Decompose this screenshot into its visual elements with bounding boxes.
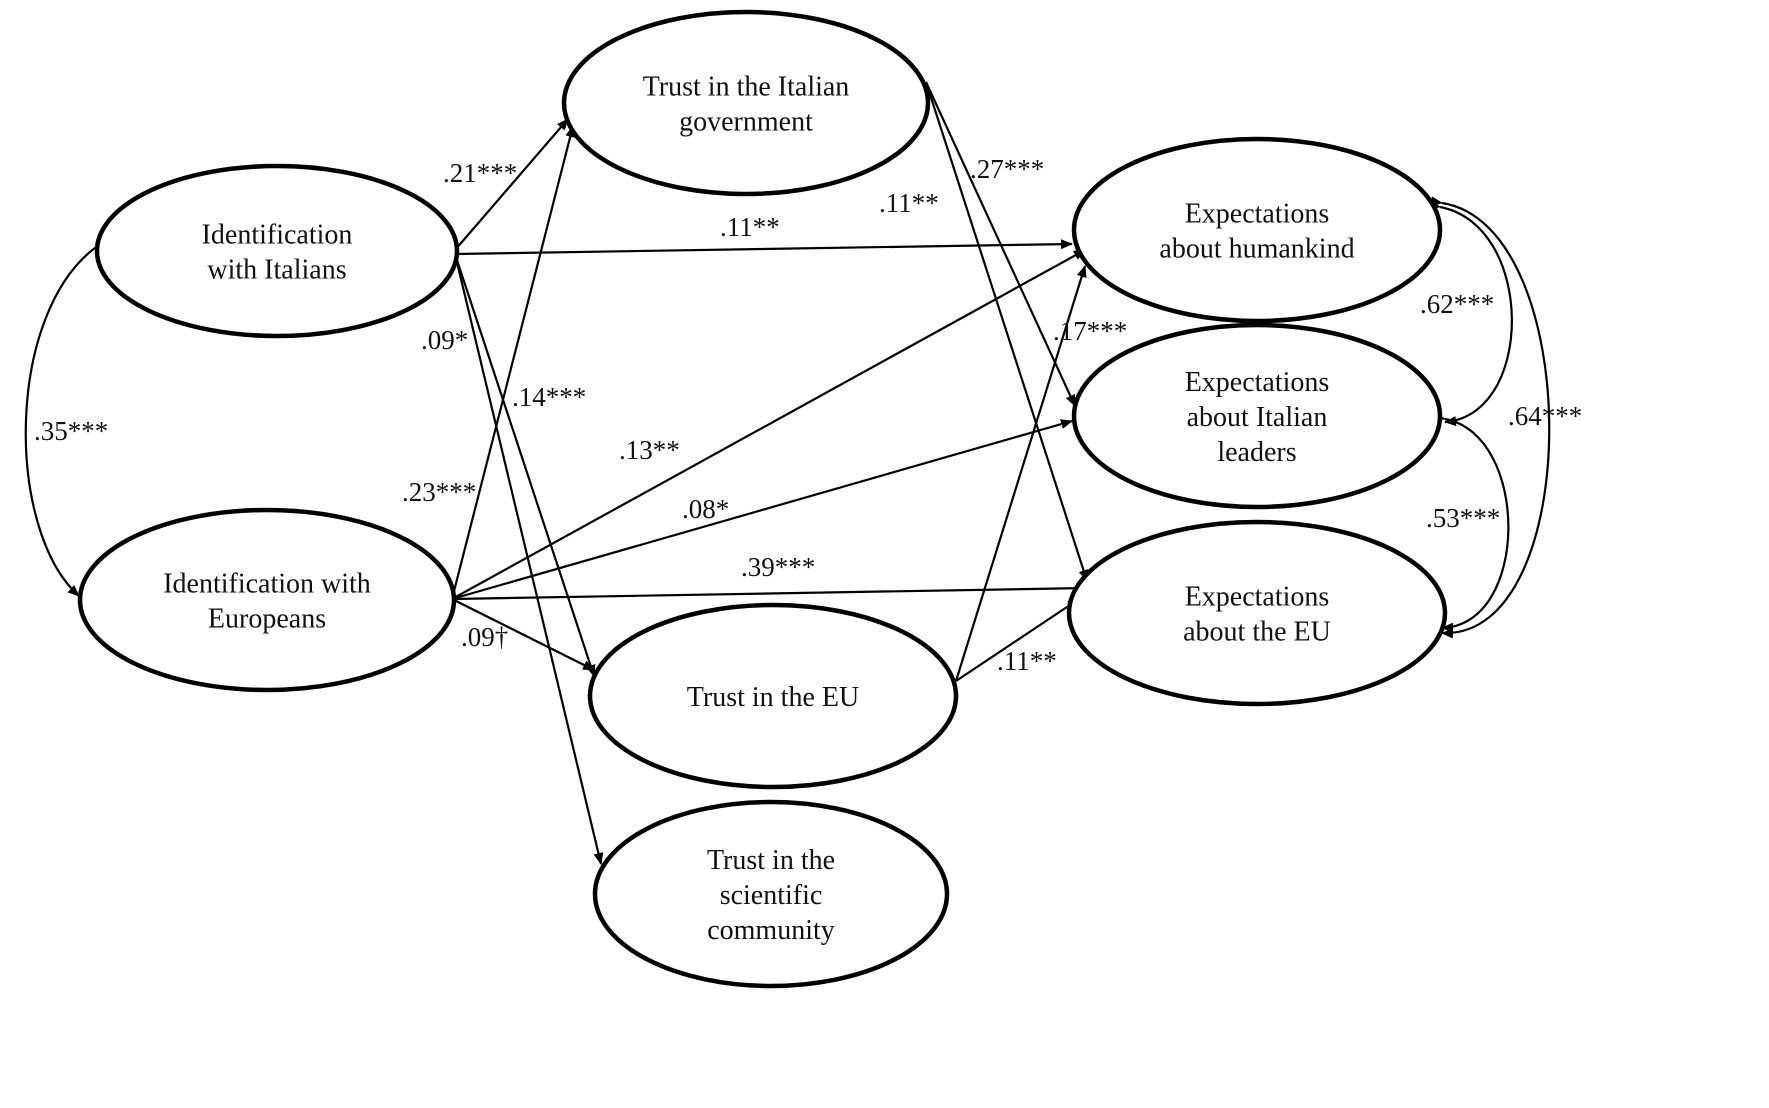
node-ellipse [592,799,950,989]
path-arrow [454,239,1073,256]
node-ellipse [94,163,460,339]
node-ellipse [561,9,931,197]
path-coefficient: .14*** [512,382,586,412]
node-exp-human: Expectations about humankind [1071,136,1443,324]
correlation-coefficient: .64*** [1508,401,1582,431]
path-coefficient: .08* [682,494,729,524]
node-label: Trust in the Italian [643,72,850,103]
path-coefficient: .09* [421,325,468,355]
path-arrow [450,125,576,600]
path-trust_gov-to-exp_leaders [925,81,1076,407]
node-label: Identification [202,220,353,251]
correlation-arrow [1428,200,1513,427]
correlation-coefficient: .35*** [34,416,108,446]
correlation-exp_human-exp_leaders [1428,200,1513,427]
node-label: Expectations [1185,367,1330,398]
path-id_italians-to-trust_eu [453,253,596,677]
node-label: about Italian [1187,402,1328,433]
path-coefficient: .23*** [402,477,476,507]
correlation-coefficient: .53*** [1426,503,1500,533]
path-arrow [925,81,1076,407]
path-trust_gov-to-exp_eu [924,81,1089,582]
path-id_europeans-to-exp_eu [451,583,1088,601]
path-arrow [453,253,604,865]
node-label: leaders [1217,437,1296,468]
path-trust_eu-to-exp_human [954,265,1087,682]
node-label: about the EU [1183,617,1331,648]
node-trust-sci: Trust in the scientific community [592,799,950,989]
node-label: government [679,107,813,138]
node-label: Identification with [163,569,371,600]
path-arrow [451,583,1088,601]
path-arrow [954,265,1087,682]
node-exp-eu: Expectations about the EU [1066,519,1448,707]
path-trust_eu-to-exp_eu [955,598,1080,682]
path-coefficient: .11** [997,646,1057,676]
node-trust-eu: Trust in the EU [587,602,959,790]
path-id_europeans-to-trust_gov [450,125,576,600]
correlation-arrow [1430,196,1551,639]
path-arrow [451,419,1073,601]
path-id_europeans-to-exp_leaders [451,419,1073,601]
path-coefficient: .21*** [443,158,517,188]
correlation-coefficient: .62*** [1420,289,1494,319]
node-ellipse [1071,322,1443,510]
correlation-id_italians-id_europeans [24,234,111,597]
node-label: Trust in the EU [687,682,859,713]
path-id_europeans-to-trust_eu [451,598,595,671]
path-arrow [454,118,569,251]
node-label: Europeans [208,604,326,635]
node-label: with Italians [207,255,346,286]
node-label: about humankind [1159,234,1354,265]
correlation-exp_leaders-exp_eu [1433,412,1510,633]
path-arrow [924,81,1089,582]
path-coefficient: .17*** [1053,316,1127,346]
path-coefficient: .11** [879,188,939,218]
node-exp-leaders: Expectations about Italian leaders [1071,322,1443,510]
path-id_italians-to-trust_gov [454,118,569,251]
path-coefficient: .13** [619,435,680,465]
path-coefficient: .11** [720,212,780,242]
path-arrow [955,598,1080,682]
path-id_italians-to-exp_human [454,239,1073,256]
node-label: Expectations [1185,199,1330,230]
path-id_europeans-to-exp_human [451,249,1086,600]
correlation-arrow [24,234,111,597]
node-label: Trust in the [707,845,835,876]
node-label: Expectations [1185,582,1330,613]
path-coefficient: .09† [461,622,508,652]
path-coefficient: .27*** [970,154,1044,184]
path-arrow [451,249,1086,600]
node-ellipse [1071,136,1443,324]
node-ellipse [587,602,959,790]
node-ellipse [77,507,457,693]
correlation-exp_human-exp_eu [1430,196,1551,639]
node-trust-gov: Trust in the Italian government [561,9,931,197]
node-id-italians: Identification with Italians [94,163,460,339]
path-coefficient: .39*** [741,552,815,582]
path-arrow [453,253,596,677]
node-ellipse [1066,519,1448,707]
path-id_italians-to-trust_sci [453,253,604,865]
path-arrow [451,598,595,671]
node-label: scientific [720,880,823,911]
correlation-arrow [1433,412,1510,633]
node-label: community [707,915,835,946]
